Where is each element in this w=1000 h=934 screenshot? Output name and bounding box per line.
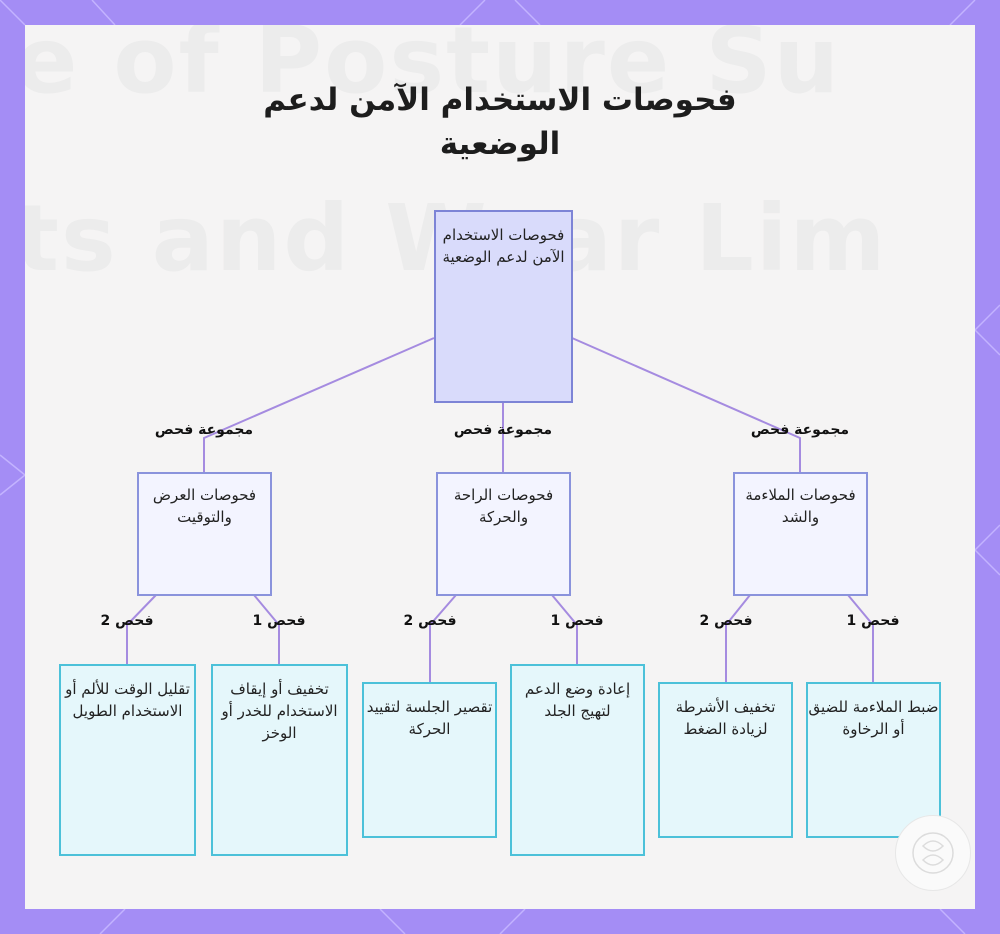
edge-label-check: فحص 2 xyxy=(699,613,753,629)
link-group-right-check2 xyxy=(725,594,751,683)
check-node-label: تقصير الجلسة لتقييد الحركة xyxy=(366,698,493,738)
edge-label-group-left: مجموعة فحص xyxy=(154,422,254,438)
check-node-label: ضبط الملاءمة للضيق أو الرخاوة xyxy=(808,698,939,738)
check-node-label: تخفيف الأشرطة لزيادة الضغط xyxy=(675,698,776,738)
check-node: تخفيف الأشرطة لزيادة الضغط xyxy=(658,682,793,838)
check-node: إعادة وضع الدعم لتهيج الجلد xyxy=(510,664,645,856)
link-root-group-left xyxy=(203,337,435,472)
check-node: تقليل الوقت للألم أو الاستخدام الطويل xyxy=(59,664,196,856)
corner-logo-badge xyxy=(895,815,971,891)
edge-label-group-middle: مجموعة فحص xyxy=(453,422,553,438)
group-node-symptoms-timing: فحوصات العرض والتوقيت xyxy=(137,472,272,596)
check-node-label: تقليل الوقت للألم أو الاستخدام الطويل xyxy=(65,680,190,720)
root-node-label: فحوصات الاستخدام الآمن لدعم الوضعية xyxy=(442,226,565,266)
link-group-middle-check2 xyxy=(429,594,457,683)
group-node-fit-tension: فحوصات الملاءمة والشد xyxy=(733,472,868,596)
logo-icon xyxy=(912,832,954,874)
edge-label-check: فحص 1 xyxy=(550,613,604,629)
edge-label-check: فحص 1 xyxy=(846,613,900,629)
check-node: تخفيف أو إيقاف الاستخدام للخدر أو الوخز xyxy=(211,664,348,856)
edge-label-check: فحص 2 xyxy=(403,613,457,629)
link-group-middle-check1 xyxy=(551,594,578,665)
check-node-label: تخفيف أو إيقاف الاستخدام للخدر أو الوخز xyxy=(221,680,338,742)
check-node: ضبط الملاءمة للضيق أو الرخاوة xyxy=(806,682,941,838)
link-group-left-check2 xyxy=(126,594,157,665)
group-node-label: فحوصات الملاءمة والشد xyxy=(745,486,856,526)
edge-label-check: فحص 1 xyxy=(252,613,306,629)
link-root-group-right xyxy=(571,337,801,472)
diagram-title: فحوصات الاستخدام الآمن لدعم الوضعية xyxy=(263,82,737,162)
group-node-label: فحوصات الراحة والحركة xyxy=(453,486,554,526)
check-node: تقصير الجلسة لتقييد الحركة xyxy=(362,682,497,838)
link-group-left-check1 xyxy=(253,594,280,665)
link-group-right-check1 xyxy=(847,594,874,683)
group-node-label: فحوصات العرض والتوقيت xyxy=(152,486,257,526)
edge-label-group-right: مجموعة فحص xyxy=(750,422,850,438)
background-watermark-text: e of Posture Su xyxy=(25,25,842,114)
check-node-label: إعادة وضع الدعم لتهيج الجلد xyxy=(524,680,631,720)
group-node-comfort-movement: فحوصات الراحة والحركة xyxy=(436,472,571,596)
edge-label-check: فحص 2 xyxy=(100,613,154,629)
root-node: فحوصات الاستخدام الآمن لدعم الوضعية xyxy=(434,210,573,403)
